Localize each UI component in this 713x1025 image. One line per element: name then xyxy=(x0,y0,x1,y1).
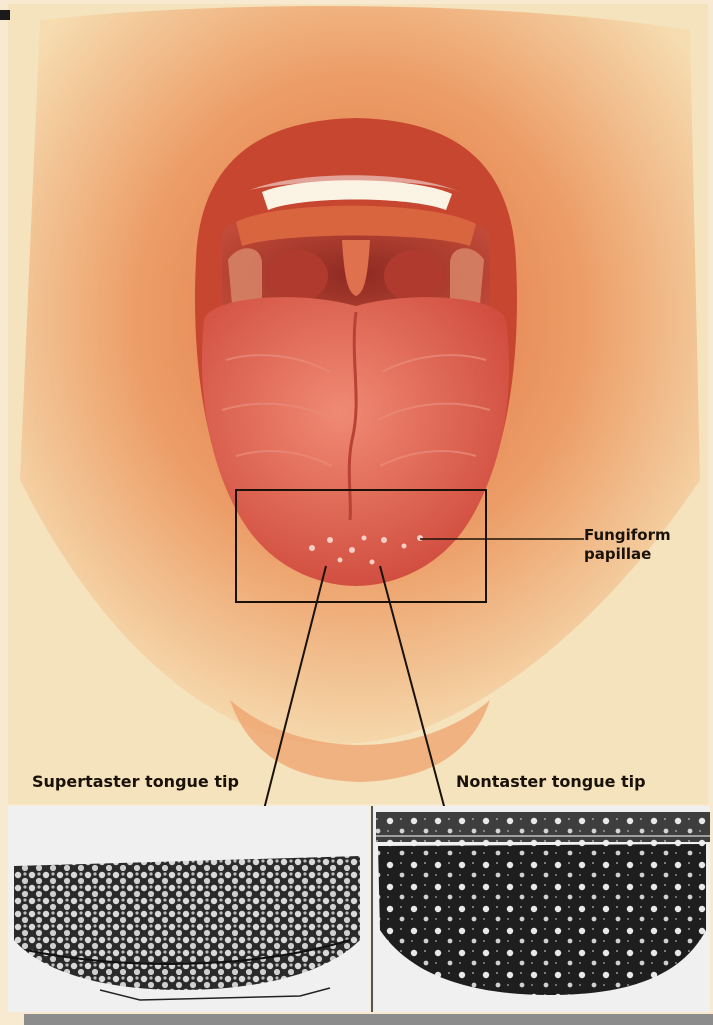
nontaster-micrograph xyxy=(376,812,710,995)
fungiform-label-line-2: papillae xyxy=(584,545,671,564)
fungiform-label-line-1: Fungiform xyxy=(584,526,671,545)
supertaster-label: Supertaster tongue tip xyxy=(32,772,239,791)
fungiform-papillae-label: Fungiform papillae xyxy=(584,526,671,564)
bottom-border xyxy=(24,1014,713,1025)
nontaster-label: Nontaster tongue tip xyxy=(456,772,646,791)
corner-mark xyxy=(0,10,10,20)
